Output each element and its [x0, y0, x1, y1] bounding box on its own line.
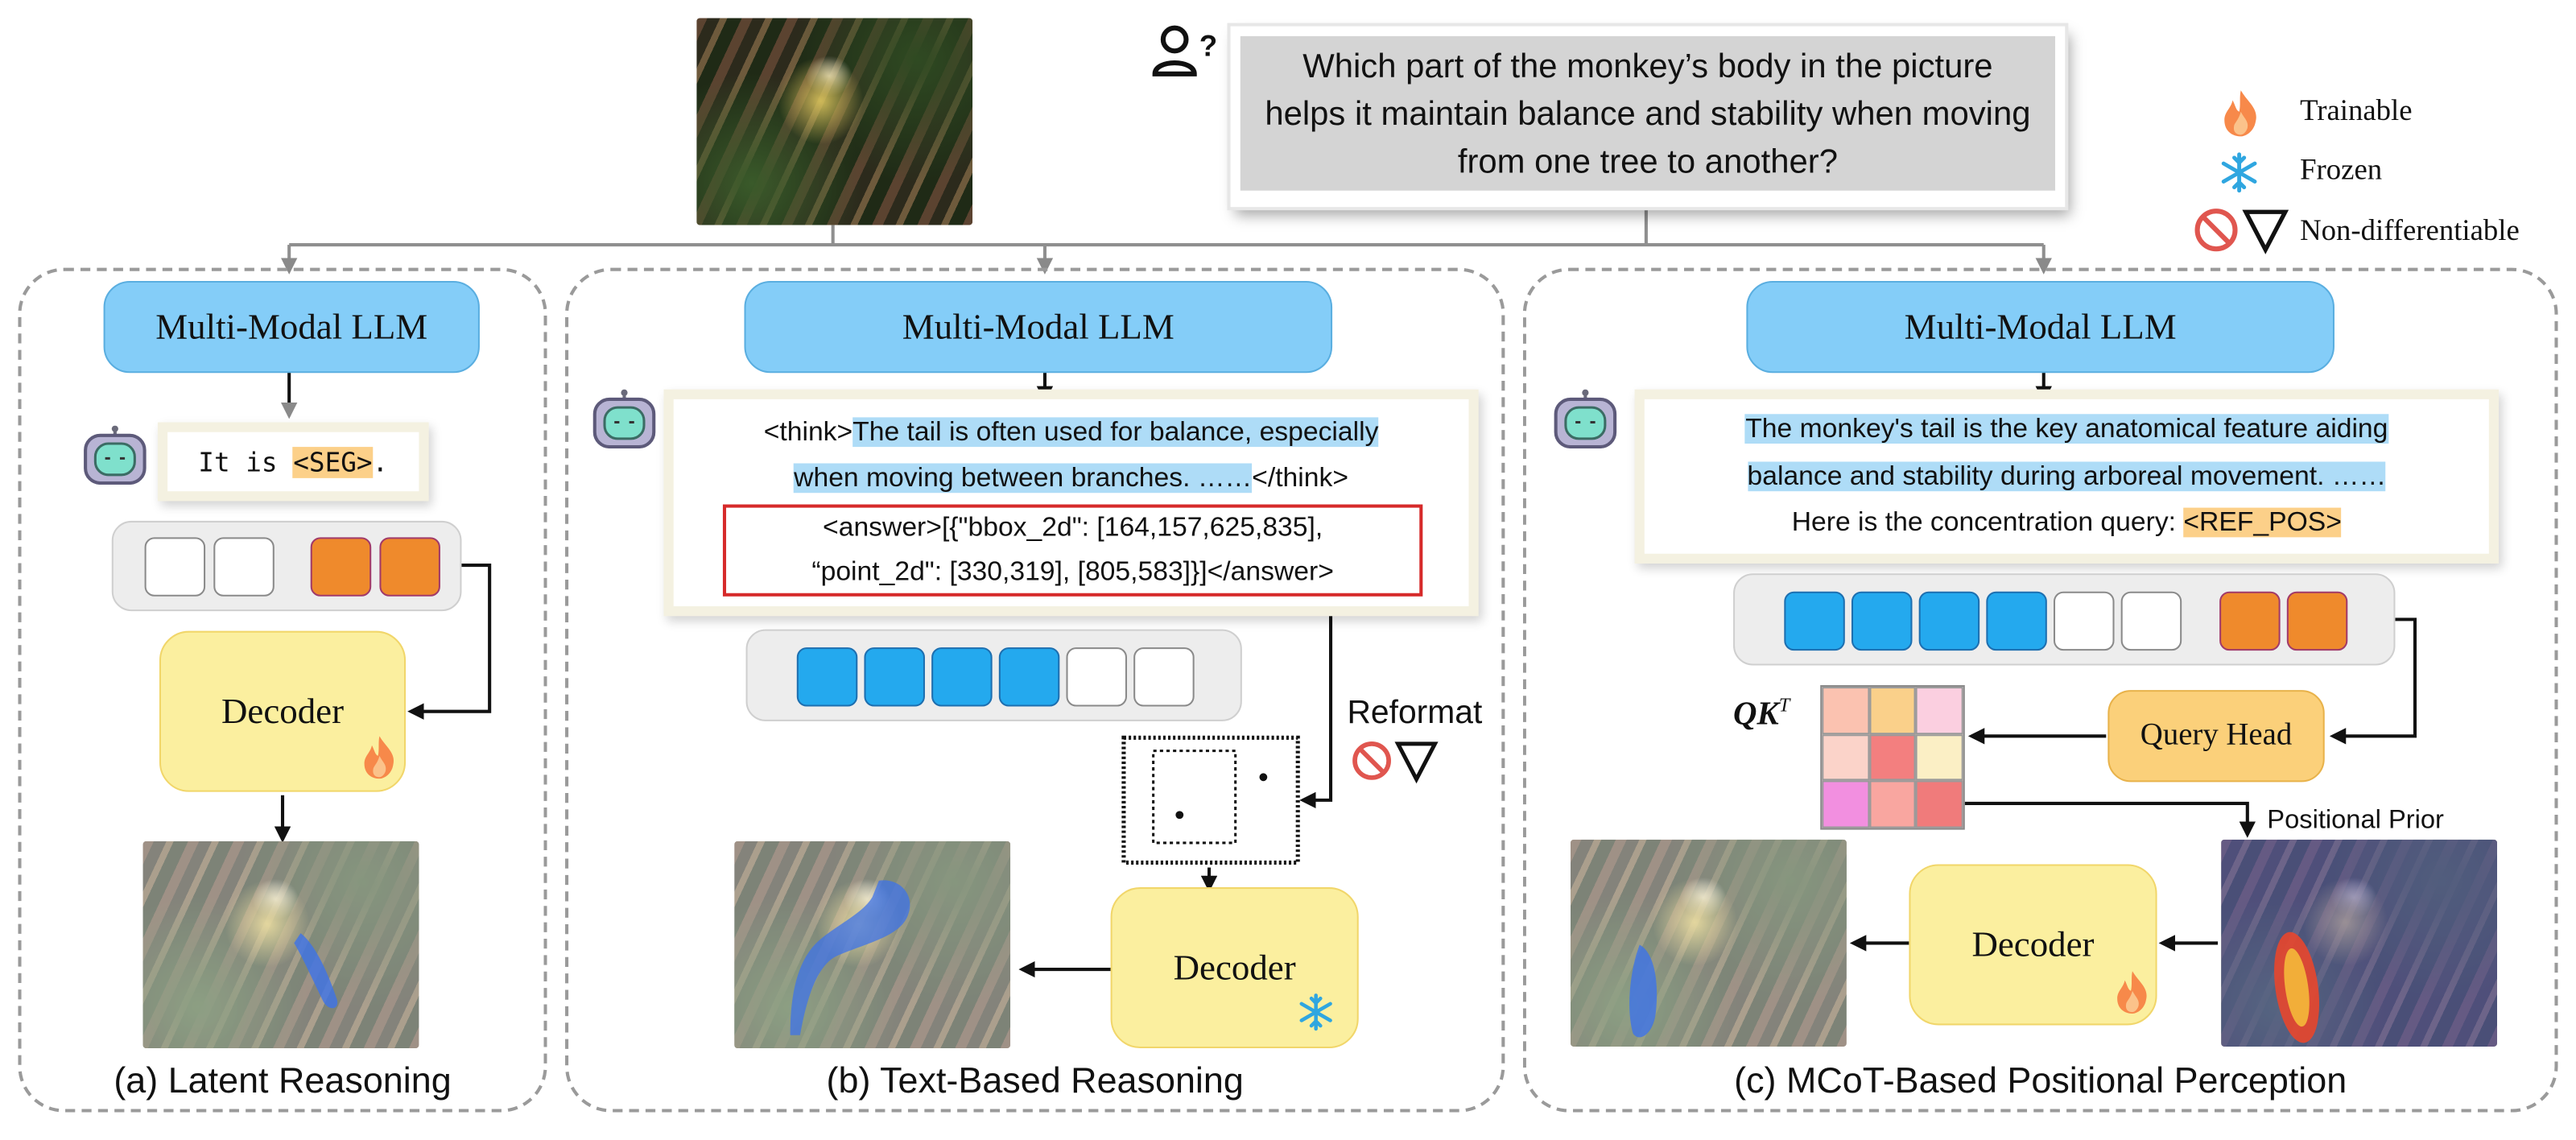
robot-icon	[84, 425, 147, 485]
text-line-2: balance and stability during arboreal mo…	[1747, 461, 2387, 491]
panel-latent-reasoning	[18, 267, 547, 1113]
token-bar-c	[1733, 573, 2396, 666]
think-line-2: when moving between branches. ……	[794, 463, 1253, 494]
output-mask-b	[734, 841, 1011, 1049]
token-text	[213, 537, 275, 597]
response-prefix: It is	[198, 446, 294, 477]
non-differentiable-icon	[2194, 209, 2289, 254]
text-line-3: Here is the concentration query:	[1791, 507, 2184, 538]
legend-trainable: Trainable	[2300, 93, 2413, 127]
token-ref-pos	[2219, 591, 2281, 651]
output-mask-a	[142, 841, 419, 1049]
legend-non-differentiable: Non-differentiable	[2300, 213, 2520, 247]
token-think	[1918, 591, 1980, 651]
mllm-block-b: Multi-Modal LLM	[744, 280, 1333, 374]
robot-icon	[592, 389, 656, 449]
point-prompt-map	[1121, 735, 1300, 865]
flame-icon	[2117, 971, 2147, 1014]
qk-cell	[1822, 687, 1869, 734]
svg-text:?: ?	[1199, 29, 1217, 62]
ref-pos-token: <REF_POS>	[2183, 507, 2342, 538]
response-card-b: <think>The tail is often used for balanc…	[673, 399, 1469, 607]
caption-b: (b) Text-Based Reasoning	[826, 1059, 1244, 1101]
decoder-label: Decoder	[1971, 923, 2095, 964]
answer-line-2: “point_2d": [330,319], [805,583]}]</answ…	[811, 556, 1334, 587]
qk-cell	[1916, 687, 1963, 734]
caption-c: (c) MCoT-Based Positional Perception	[1734, 1059, 2347, 1101]
qk-cell	[1822, 781, 1869, 828]
mllm-block-c: Multi-Modal LLM	[1746, 280, 2334, 374]
panel-text-based-reasoning	[565, 267, 1505, 1113]
token-think	[864, 647, 925, 707]
response-card-c: The monkey's tail is the key anatomical …	[1644, 399, 2489, 554]
qk-cell	[1868, 781, 1917, 828]
response-suffix: .	[372, 446, 389, 477]
think-line-1: The tail is often used for balance, espe…	[852, 417, 1379, 448]
snowflake-icon	[2221, 152, 2257, 193]
qk-cell	[1916, 733, 1963, 782]
token-text	[2054, 591, 2115, 651]
caption-a: (a) Latent Reasoning	[114, 1059, 452, 1101]
token-text	[144, 537, 206, 597]
text-line-1: The monkey's tail is the key anatomical …	[1745, 414, 2388, 444]
reformat-label: Reformat	[1347, 695, 1483, 732]
answer-line-1: <answer>[{"bbox_2d": [164,157,625,835],	[823, 512, 1323, 543]
output-mask-c	[1571, 839, 1847, 1047]
think-close-tag: </think>	[1252, 463, 1349, 494]
decoder-label: Decoder	[1173, 946, 1296, 988]
non-differentiable-icon	[1352, 741, 1439, 784]
token-think	[1784, 591, 1845, 651]
qk-label: QKT	[1733, 693, 1790, 733]
question-box: Which part of the monkey’s body in the p…	[1230, 26, 2066, 208]
qk-attention-matrix	[1820, 685, 1965, 830]
flame-icon	[364, 736, 394, 779]
query-head-block: Query Head	[2107, 690, 2325, 783]
token-bar-b	[745, 629, 1242, 721]
response-card-a: It is <SEG>.	[167, 432, 419, 492]
qk-cell	[1868, 687, 1917, 734]
robot-icon	[1554, 389, 1617, 449]
token-think	[998, 647, 1060, 707]
token-think	[796, 647, 858, 707]
user-question-icon: ?	[1152, 25, 1217, 76]
flame-icon	[2224, 90, 2256, 137]
think-open-tag: <think>	[763, 417, 853, 448]
token-text	[2120, 591, 2182, 651]
qk-cell	[1916, 781, 1963, 828]
seg-token: <SEG>	[293, 446, 373, 477]
token-ref-pos	[2286, 591, 2348, 651]
mllm-block-a: Multi-Modal LLM	[103, 280, 480, 374]
panel-mcot-positional-perception	[1522, 267, 2558, 1113]
answer-box: <answer>[{"bbox_2d": [164,157,625,835], …	[722, 504, 1423, 597]
qk-cell	[1868, 733, 1917, 782]
token-seg	[310, 537, 372, 597]
token-seg	[379, 537, 440, 597]
token-bar-a	[111, 520, 462, 612]
question-text: Which part of the monkey’s body in the p…	[1265, 47, 2031, 180]
legend-frozen: Frozen	[2300, 152, 2383, 186]
positional-prior-image	[2221, 839, 2498, 1047]
token-text	[1066, 647, 1127, 707]
qk-cell	[1822, 733, 1869, 782]
decoder-label: Decoder	[221, 690, 345, 732]
token-think	[931, 647, 993, 707]
token-text	[1133, 647, 1195, 707]
input-image	[696, 18, 973, 225]
decoder-c: Decoder	[1909, 864, 2157, 1026]
snowflake-icon	[1299, 993, 1332, 1031]
token-think	[1851, 591, 1913, 651]
positional-prior-label: Positional Prior	[2267, 807, 2444, 835]
token-think	[1986, 591, 2047, 651]
